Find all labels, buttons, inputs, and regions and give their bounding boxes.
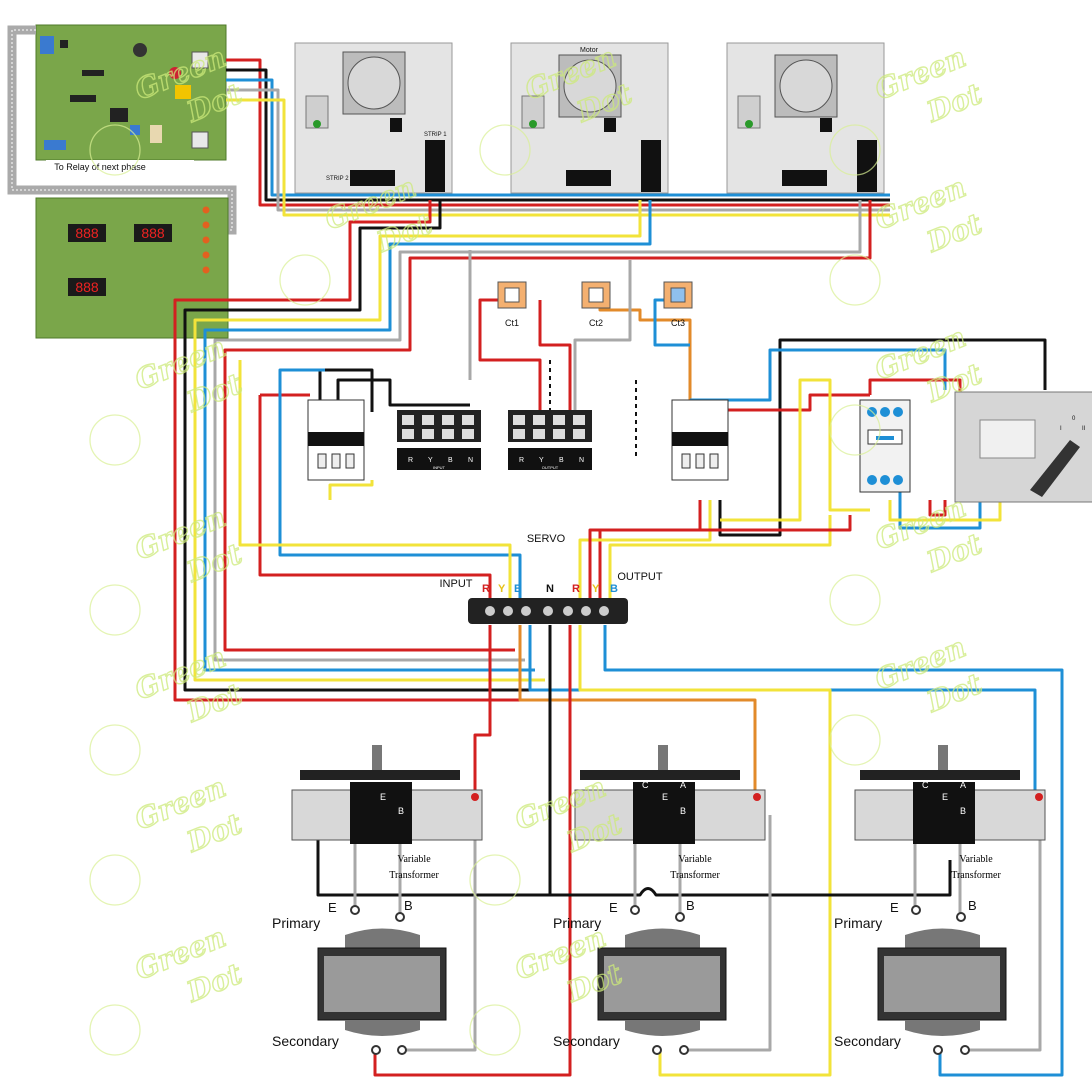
switch-pos2-label: II [1082,426,1086,432]
booster-transformer-1: Primary E B Secondary [272,898,447,1055]
vt1-label-line1: Variable [397,854,431,865]
ct1-label: Ct1 [505,318,519,328]
motor-unit-3 [726,42,885,194]
booster-transformer-2: Primary E B Secondary [553,898,727,1055]
terminal-strip-output: R Y B N OUTPUT [508,410,592,470]
bt2-secondary-label: Secondary [553,1033,620,1049]
servo-phase-N: N [546,583,554,595]
input-terminal-N: N [468,457,473,464]
servo-terminal-block: SERVO INPUT OUTPUT R Y B N R Y B [440,533,663,624]
output-terminal-Y: Y [539,457,544,464]
bt3-tap-B: B [968,898,977,913]
servo-phase-B-in: B [514,583,522,595]
watermark-6: Green Dot [89,330,247,466]
bt1-primary-label: Primary [272,915,320,931]
bt1-secondary-label: Secondary [272,1033,339,1049]
switch-pos1-label: I [1060,426,1062,432]
input-terminal-R: R [408,457,413,464]
servo-phase-B-out: B [610,583,618,595]
servo-phase-R-in: R [482,583,490,595]
vt3-tap-C: C [922,780,929,790]
bt1-tap-B: B [404,898,413,913]
bt1-tap-E: E [328,900,337,915]
output-terminal-R: R [519,457,524,464]
vt2-tap-C: C [642,780,649,790]
motor-unit-1: STRIP 2 STRIP 1 [294,42,453,194]
strip1-label-1: STRIP 1 [424,132,447,138]
vt2-tap-A: A [680,780,686,790]
input-terminal-caption: INPUT [433,465,446,470]
vt2-tap-B: B [680,806,686,816]
watermark-12: Green Dot [89,770,247,906]
mcb-output [671,399,729,481]
bt2-tap-E: E [609,900,618,915]
servo-input-label: INPUT [440,578,473,590]
variable-transformer-3: C A E B Variable Transformer [854,745,1046,881]
bt2-tap-B: B [686,898,695,913]
bt3-tap-E: E [890,900,899,915]
watermark-10: Green Dot [89,640,247,776]
current-transformers: Ct1 Ct2 Ct3 [497,281,693,328]
changeover-switch: 0 I II [954,391,1092,503]
ct3-label: Ct3 [671,318,685,328]
vt2-tap-E: E [662,792,668,802]
servo-output-label: OUTPUT [617,571,663,583]
bt3-primary-label: Primary [834,915,882,931]
bt2-primary-label: Primary [553,915,601,931]
input-terminal-B: B [448,457,453,464]
booster-transformer-3: Primary E B Secondary [834,898,1007,1055]
motor-unit-2: Motor [510,42,669,194]
mcb-input [307,399,365,481]
bt3-secondary-label: Secondary [834,1033,901,1049]
servo-phase-R-out: R [572,583,580,595]
watermark-14: Green Dot [89,920,247,1056]
input-terminal-Y: Y [428,457,433,464]
vt1-label-line2: Transformer [389,870,439,881]
display-3-digits: 888 [75,279,99,295]
vt3-tap-B: B [960,806,966,816]
wiring [173,58,1064,1077]
ct2-label: Ct2 [589,318,603,328]
display-1-digits: 888 [75,225,99,241]
strip2-label-1: STRIP 2 [326,176,349,182]
vt2-label-line2: Transformer [670,870,720,881]
vt3-tap-A: A [960,780,966,790]
vt3-label-line2: Transformer [951,870,1001,881]
vt1-tap-B: B [398,806,404,816]
relay-note-text: To Relay of next phase [54,162,146,172]
output-terminal-B: B [559,457,564,464]
servo-phase-Y-in: Y [498,583,506,595]
vt2-label-line1: Variable [678,854,712,865]
output-terminal-caption: OUTPUT [542,465,559,470]
motor-label: Motor [580,47,599,54]
watermark-13: Green Dot [469,770,627,906]
servo-phase-Y-out: Y [592,583,600,595]
variable-transformer-2: C A E B Variable Transformer [574,745,766,881]
output-terminal-N: N [579,457,584,464]
watermark-8: Green Dot [89,500,247,636]
vt3-label-line1: Variable [959,854,993,865]
vt1-tap-E: E [380,792,386,802]
contactor [859,399,911,493]
terminal-strip-input: R Y B N INPUT [397,410,481,470]
display-pcb: 888 888 888 [35,197,229,339]
display-2-digits: 888 [141,225,165,241]
vt3-tap-E: E [942,792,948,802]
switch-off-label: 0 [1072,416,1076,422]
servo-label: SERVO [527,533,566,545]
variable-transformer-1: E B Variable Transformer [291,745,483,881]
watermark-11: Green Dot [829,630,987,766]
